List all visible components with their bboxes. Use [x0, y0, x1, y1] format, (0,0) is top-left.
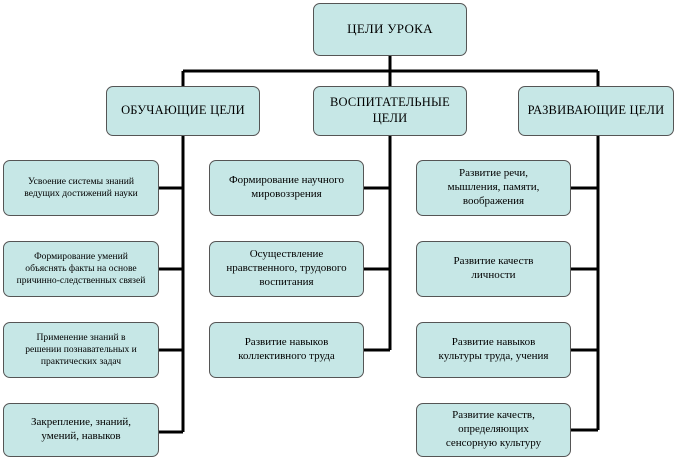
- column-1-item-4: Закрепление, знаний, умений, навыков: [3, 403, 159, 457]
- column-2-item-2: Осуществление нравственного, трудового в…: [209, 241, 364, 297]
- column-1-header: ОБУЧАЮЩИЕ ЦЕЛИ: [106, 86, 260, 136]
- column-3-item-1: Развитие речи, мышления, памяти, воображ…: [416, 160, 571, 216]
- column-3-item-3: Развитие навыков культуры труда, учения: [416, 322, 571, 378]
- column-3-item-2: Развитие качеств личности: [416, 241, 571, 297]
- column-3-header: РАЗВИВАЮЩИЕ ЦЕЛИ: [518, 86, 674, 136]
- column-2-item-1: Формирование научного мировоззрения: [209, 160, 364, 216]
- column-1-item-2: Формирование умений объяснять факты на о…: [3, 241, 159, 297]
- column-2-item-3: Развитие навыков коллективного труда: [209, 322, 364, 378]
- column-1-item-1: Усвоение системы знаний ведущих достижен…: [3, 160, 159, 216]
- column-3-item-4: Развитие качеств, определяющих сенсорную…: [416, 403, 571, 457]
- root-node: ЦЕЛИ УРОКА: [313, 3, 467, 56]
- column-2-header: ВОСПИТАТЕЛЬНЫЕ ЦЕЛИ: [313, 86, 467, 136]
- column-1-item-3: Применение знаний в решении познавательн…: [3, 322, 159, 378]
